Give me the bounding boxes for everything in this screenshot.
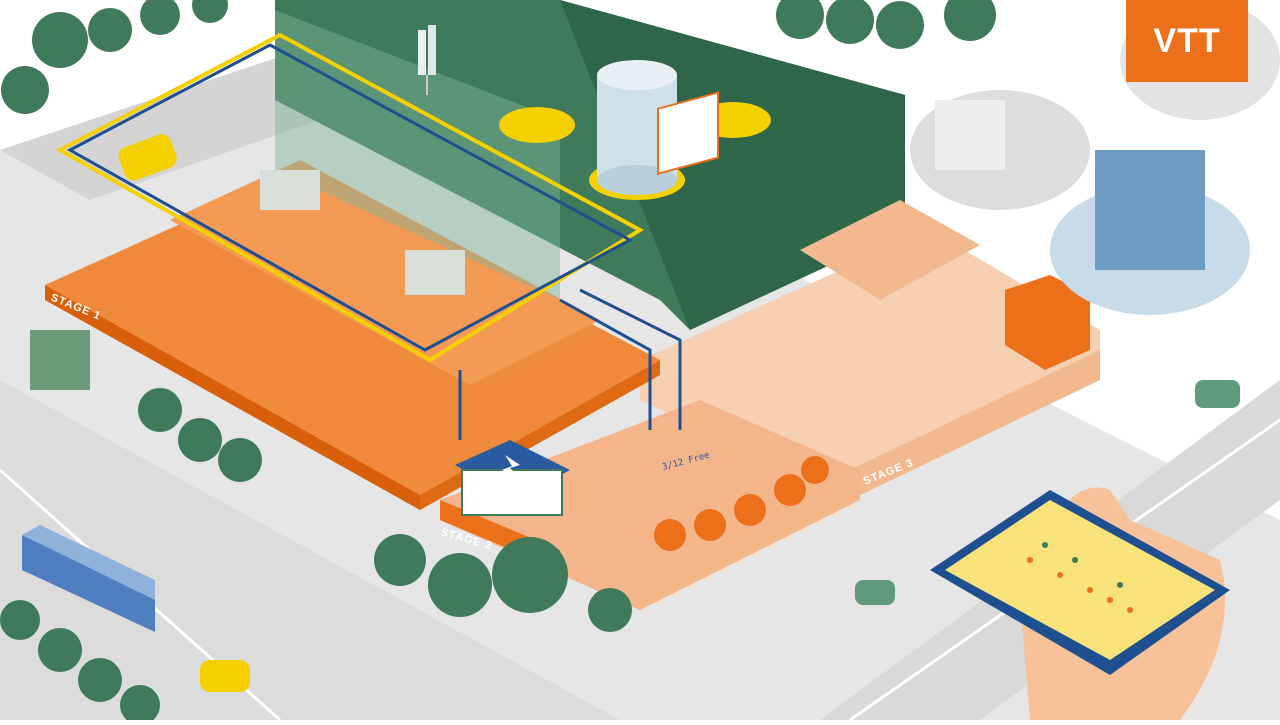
vehicles: [30, 134, 1240, 692]
solar-canopy: [800, 200, 980, 300]
battery-container: [1005, 275, 1090, 370]
lightning-icon: [502, 455, 522, 480]
bus: [22, 525, 155, 632]
power-grid-lines: [55, 32, 682, 440]
map-tablet: [930, 487, 1230, 720]
orange-trees: [654, 456, 829, 551]
antenna-icon: [418, 25, 436, 95]
city-buildings: [910, 0, 1280, 315]
trees: [0, 0, 996, 725]
vtt-logo-text: VTT: [1153, 21, 1221, 60]
substation-pavilion: [455, 440, 570, 516]
vtt-logo: VTT: [1126, 0, 1248, 82]
